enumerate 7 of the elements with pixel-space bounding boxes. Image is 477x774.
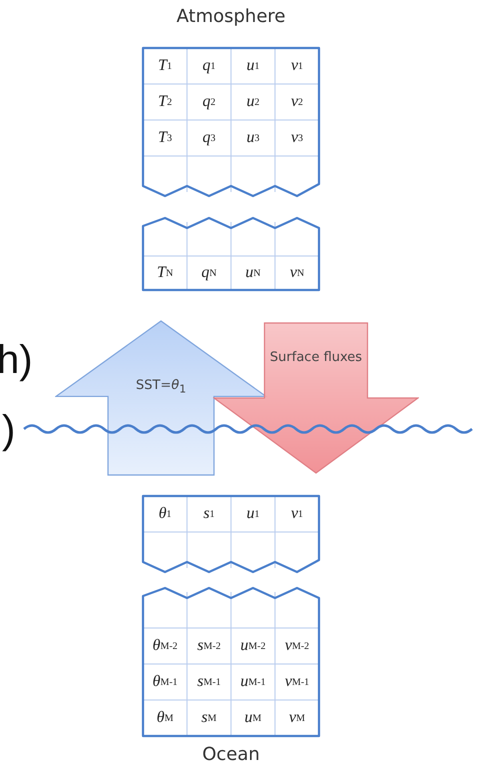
text-fragment: ) bbox=[2, 410, 16, 450]
arrow-label: Surface fluxes bbox=[268, 350, 364, 365]
down-block-arrow bbox=[213, 322, 419, 474]
up-block-arrow bbox=[55, 320, 267, 476]
section-heading: Atmosphere bbox=[176, 6, 286, 27]
arrow-label: SST=θ$_{1}$ bbox=[134, 378, 188, 396]
section-heading: Ocean bbox=[201, 744, 261, 765]
